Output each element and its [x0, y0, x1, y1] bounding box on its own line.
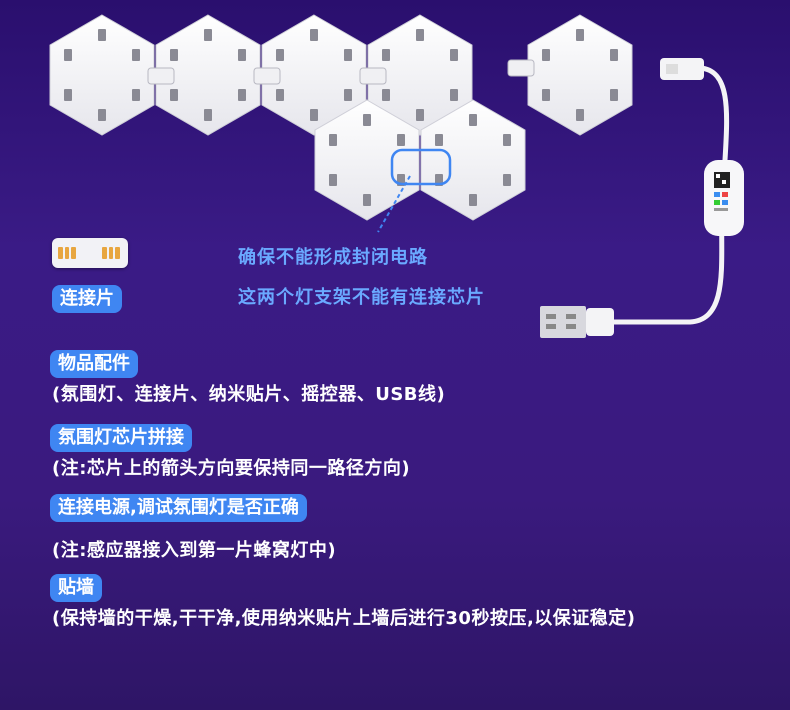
hex-slot — [450, 49, 458, 61]
hex-slot — [132, 89, 140, 101]
step-3-detail: (注:感应器接入到第一片蜂窝灯中) — [52, 540, 337, 561]
hex-slot — [416, 109, 424, 121]
connector-bridge — [507, 59, 535, 77]
hex-slot — [204, 109, 212, 121]
hex-slot — [382, 89, 390, 101]
warning-note: 确保不能形成封闭电路 — [238, 247, 428, 268]
warning-note-2: 这两个灯支架不能有连接芯片 — [238, 287, 485, 308]
step-4-title: 贴墙 — [50, 574, 102, 602]
hex-slot — [469, 114, 477, 126]
hex-slot — [576, 29, 584, 41]
hex-slot — [416, 29, 424, 41]
hex-slot — [610, 49, 618, 61]
hex-light-tile — [261, 14, 367, 136]
hex-slot — [204, 29, 212, 41]
hex-light-tile — [314, 99, 420, 221]
hex-light-tile — [367, 14, 473, 136]
hex-slot — [329, 134, 337, 146]
hex-light-tile — [420, 99, 526, 221]
hex-slot — [503, 134, 511, 146]
hex-slot — [310, 109, 318, 121]
hex-slot — [469, 194, 477, 206]
hex-slot — [64, 49, 72, 61]
hex-light-tile — [155, 14, 261, 136]
hex-slot — [382, 49, 390, 61]
step-1-title: 物品配件 — [50, 350, 138, 378]
highlight-box — [390, 148, 452, 186]
cable-plug — [660, 58, 704, 80]
step-4-detail: (保持墙的干燥,干干净,使用纳米贴片上墙后进行30秒按压,以保证稳定) — [52, 608, 636, 629]
hex-slot — [542, 49, 550, 61]
hex-slot — [435, 134, 443, 146]
hex-slot — [98, 29, 106, 41]
connector-bridge — [147, 67, 175, 85]
step-1-detail: (氛围灯、连接片、纳米贴片、摇控器、USB线) — [52, 384, 446, 405]
usb-plug — [540, 306, 586, 338]
step-3-title: 连接电源,调试氛围灯是否正确 — [50, 494, 307, 522]
hex-light-tile — [49, 14, 155, 136]
hex-slot — [64, 89, 72, 101]
step-2-detail: (注:芯片上的箭头方向要保持同一路径方向) — [52, 458, 411, 479]
hex-slot — [310, 29, 318, 41]
hex-slot — [397, 134, 405, 146]
hex-slot — [610, 89, 618, 101]
connector-bridge — [359, 67, 387, 85]
pointer-line — [377, 175, 411, 233]
hex-slot — [238, 49, 246, 61]
hex-slot — [542, 89, 550, 101]
connector-chip-image — [52, 238, 128, 268]
hex-slot — [503, 174, 511, 186]
hex-slot — [450, 89, 458, 101]
hex-slot — [363, 114, 371, 126]
hex-slot — [276, 89, 284, 101]
hex-slot — [363, 194, 371, 206]
hex-slot — [238, 89, 246, 101]
hex-slot — [329, 174, 337, 186]
hex-slot — [344, 89, 352, 101]
hex-light-tile — [527, 14, 633, 136]
hex-slot — [170, 49, 178, 61]
hex-slot — [276, 49, 284, 61]
hex-slot — [98, 109, 106, 121]
hex-slot — [132, 49, 140, 61]
hex-slot — [344, 49, 352, 61]
hex-slot — [170, 89, 178, 101]
hex-slot — [576, 109, 584, 121]
controller-box — [704, 160, 744, 236]
step-2-title: 氛围灯芯片拼接 — [50, 424, 192, 452]
connector-label: 连接片 — [52, 285, 122, 313]
connector-bridge — [253, 67, 281, 85]
